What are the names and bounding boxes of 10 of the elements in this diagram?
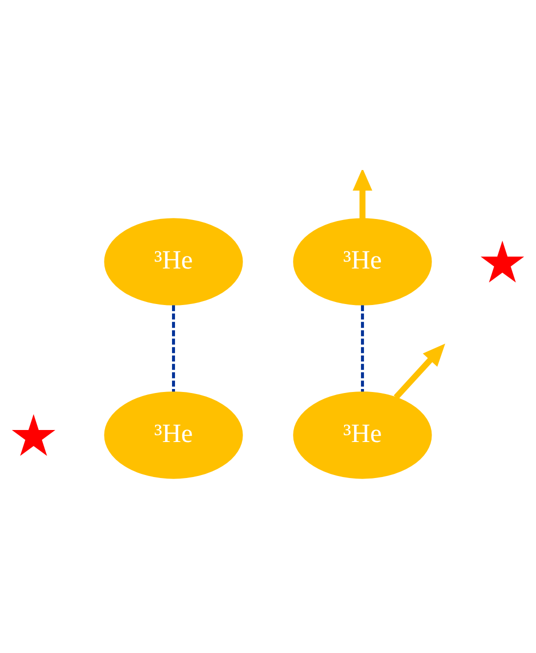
node-ellipse: ³He xyxy=(293,392,432,479)
connector xyxy=(360,305,364,392)
node-ellipse: ³He xyxy=(293,218,432,306)
node-ellipse: ³He xyxy=(104,218,243,306)
node-star xyxy=(12,414,56,456)
arrow xyxy=(352,170,372,219)
connector xyxy=(172,305,175,392)
node-ellipse: ³He xyxy=(104,392,243,479)
arrow xyxy=(394,344,446,400)
node-star xyxy=(480,240,524,282)
